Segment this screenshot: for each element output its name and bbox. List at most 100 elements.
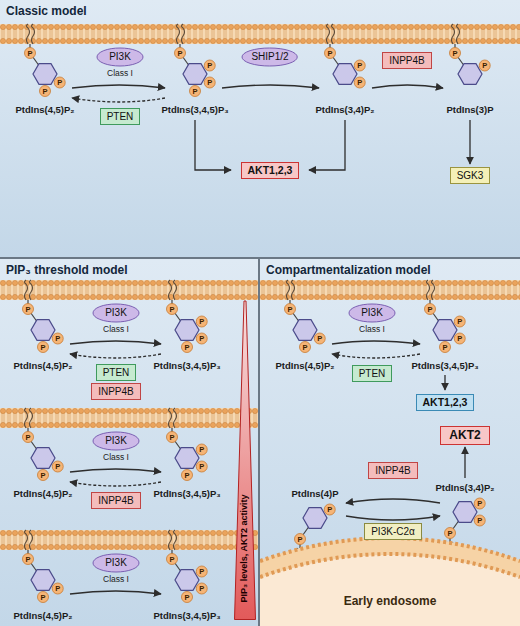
dashed-arrow xyxy=(332,354,420,358)
node-text: PIP₃ threshold model xyxy=(6,263,128,277)
phosphate xyxy=(196,333,207,344)
phosphate-label: P xyxy=(175,48,186,59)
lipid-name: PtdIns(4,5)P₂ xyxy=(13,609,72,622)
lipid xyxy=(167,408,208,481)
phosphate-label: P xyxy=(167,432,178,443)
node-text: PI3K xyxy=(92,431,140,451)
inositol-ring xyxy=(293,320,317,341)
protein-box: PTEN xyxy=(100,108,141,125)
panel-ground xyxy=(0,259,258,626)
g xyxy=(0,280,258,300)
node-text: PI3K xyxy=(348,303,396,323)
phosphate-label: P xyxy=(324,504,335,515)
lipid-tail xyxy=(292,280,295,300)
node-text: INPP4B xyxy=(389,55,425,66)
phosphate xyxy=(479,60,490,71)
ellipse-shape xyxy=(93,432,139,450)
lipid-name: PtdIns(3,4)P₂ xyxy=(315,103,374,116)
ellipse-shape xyxy=(349,304,395,322)
phosphate xyxy=(167,432,178,443)
triangle-shape xyxy=(235,301,256,620)
lipid-tail xyxy=(169,280,172,300)
lipid-name: PtdIns(4)P xyxy=(292,487,339,500)
protein-box: AKT1,2,3 xyxy=(241,162,300,179)
phosphate-label: P xyxy=(167,304,178,315)
g xyxy=(0,408,258,428)
lipid-tail xyxy=(327,24,330,44)
node-text: SHIP1/2 xyxy=(241,47,298,67)
inositol-ring xyxy=(175,320,199,341)
node-text: Class I xyxy=(348,323,396,335)
lipid-name: PtdIns(3)P xyxy=(447,103,494,116)
phosphate-label: P xyxy=(474,515,485,526)
phosphate xyxy=(196,583,207,594)
node-text: PI3K-C2α xyxy=(371,526,415,537)
membrane xyxy=(260,280,520,300)
lipid xyxy=(425,280,466,353)
arrow xyxy=(70,341,161,344)
inositol-ring xyxy=(175,448,199,469)
phosphate-label: P xyxy=(52,333,63,344)
arrow xyxy=(72,85,165,88)
phosphate xyxy=(167,304,178,315)
phosphate xyxy=(175,48,186,59)
phosphate-label: P xyxy=(167,554,178,565)
lipid-tail xyxy=(30,408,33,428)
membrane xyxy=(0,24,520,44)
lipid-name: PtdIns(3,4)P₂ xyxy=(435,481,494,494)
lipid-tail xyxy=(169,408,172,428)
lipid xyxy=(450,24,491,84)
phosphate-label: P xyxy=(285,304,296,315)
membrane xyxy=(0,530,258,550)
phosphate xyxy=(354,60,365,71)
arrow xyxy=(444,375,445,390)
phosphate-label: P xyxy=(52,461,63,472)
enzyme-ellipse: PI3KClass I xyxy=(92,303,140,336)
node-text: Class I xyxy=(92,323,140,335)
inositol-ring xyxy=(31,320,55,341)
panel: PIP₃ threshold modelPI3KClass IPTENINPP4… xyxy=(0,259,258,626)
phosphate-label: P xyxy=(196,316,207,327)
phosphate xyxy=(38,342,49,353)
phosphate-label: P xyxy=(196,583,207,594)
lipid-tail xyxy=(174,408,177,428)
phosphate xyxy=(52,583,63,594)
inositol-ring xyxy=(433,320,457,341)
phosphate xyxy=(425,304,436,315)
lipid-tail xyxy=(182,24,185,44)
lipid-name: PtdIns(4,5)P₂ xyxy=(13,359,72,372)
node-text: INPP4B xyxy=(98,495,134,506)
arrow xyxy=(70,591,161,594)
phosphate xyxy=(182,342,193,353)
node-text: INPP4B xyxy=(98,386,134,397)
node-text: SGK3 xyxy=(457,170,484,181)
lipid-name: PtdIns(4,5)P₂ xyxy=(15,103,74,116)
phosphate xyxy=(354,77,365,88)
protein-box: INPP4B xyxy=(91,492,141,509)
phosphate-label: P xyxy=(474,498,485,509)
phosphate-label: P xyxy=(52,583,63,594)
node-text: Class I xyxy=(92,451,140,463)
protein-box: AKT1,2,3 xyxy=(416,394,475,411)
phosphate-label: P xyxy=(445,528,456,539)
phosphate xyxy=(300,342,311,353)
phosphate xyxy=(54,77,65,88)
phosphate-label: P xyxy=(25,48,36,59)
enzyme-ellipse: PI3KClass I xyxy=(96,47,144,80)
phosphate xyxy=(314,333,325,344)
node-text: INPP4B xyxy=(375,465,411,476)
phosphate xyxy=(440,342,451,353)
node-text: PIP₃ levels, AKT2 activity xyxy=(240,494,251,602)
phosphate-label: P xyxy=(38,470,49,481)
arrow xyxy=(195,120,231,170)
phosphate xyxy=(474,498,485,509)
node-text: PI3K xyxy=(96,47,144,67)
phosphate-label: P xyxy=(454,333,465,344)
lipid-tail xyxy=(287,280,290,300)
protein-box: INPP4B xyxy=(368,462,418,479)
phosphate-label: P xyxy=(314,333,325,344)
dashed-arrow xyxy=(72,98,165,102)
lipid-tail xyxy=(174,530,177,550)
inositol-ring xyxy=(33,64,57,85)
node-text: Classic model xyxy=(6,4,87,18)
